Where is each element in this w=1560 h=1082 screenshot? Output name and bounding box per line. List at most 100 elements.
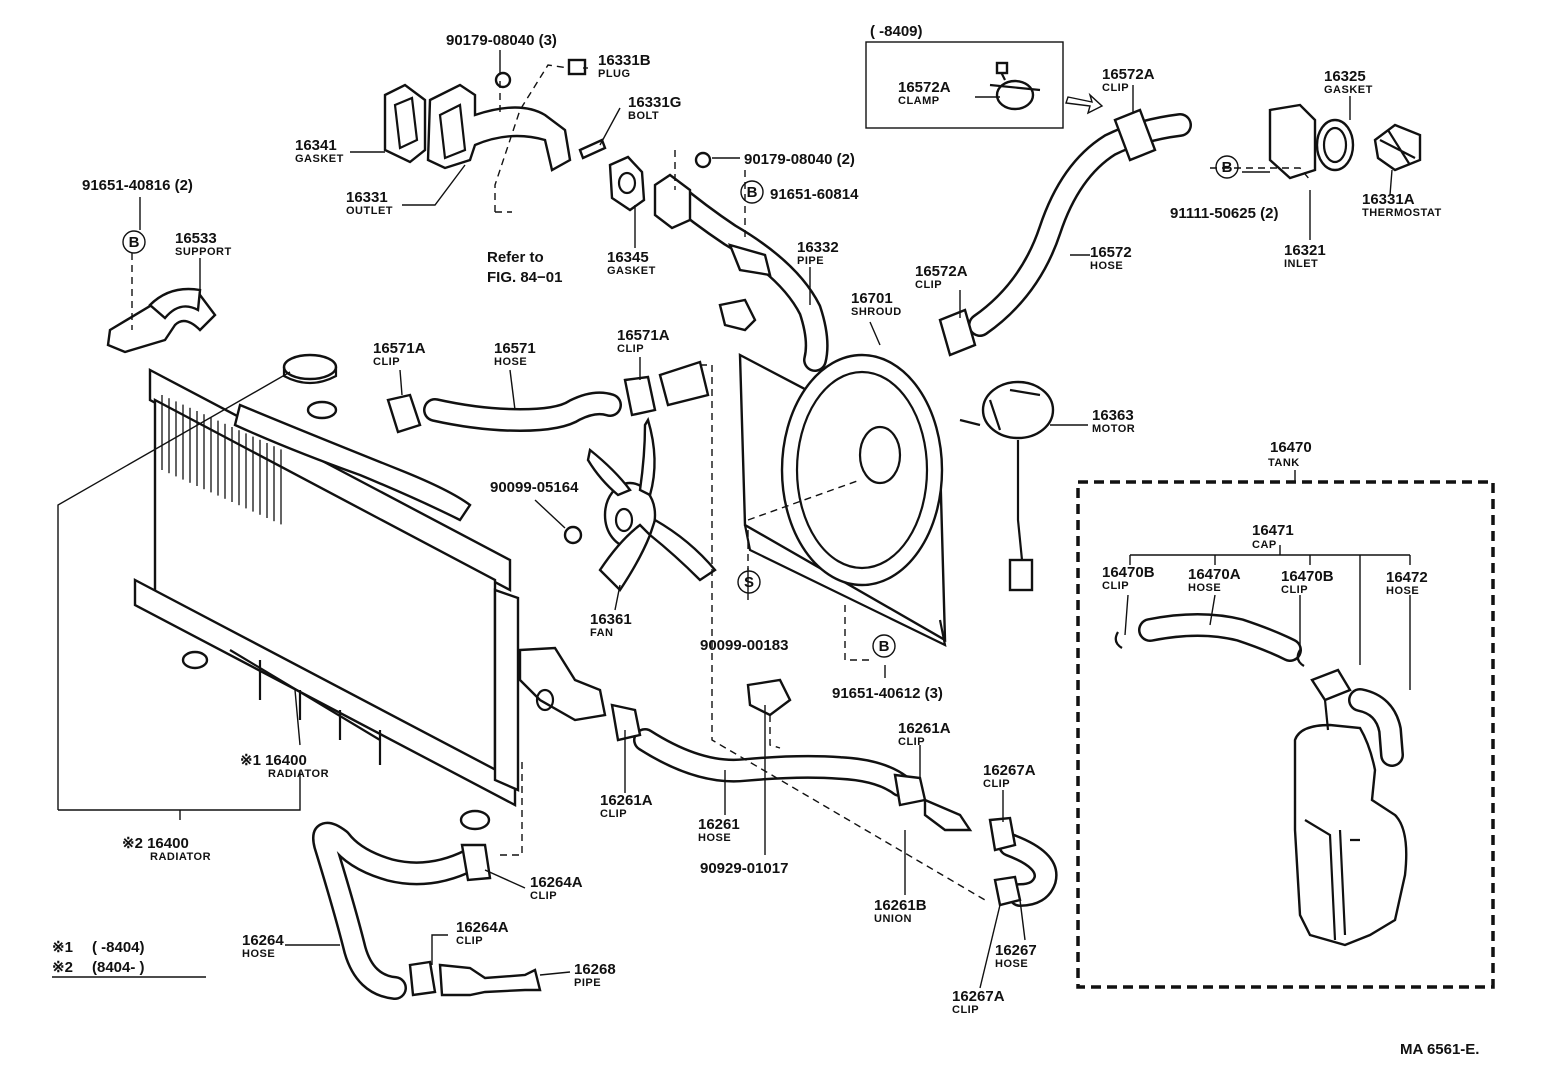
part-number-p16264a-r: 16264A xyxy=(530,874,583,891)
reference-code: MA 6561-E. xyxy=(1400,1041,1479,1058)
part-name-p16572a-top: CLIP xyxy=(1102,82,1129,94)
part-name-p16321: INLET xyxy=(1284,258,1318,270)
part-name-p16261: HOSE xyxy=(698,832,731,844)
part-number-p90179b: 90179-08040 (2) xyxy=(744,151,855,168)
part-number-p16571a-l: 16571A xyxy=(373,340,426,357)
part-number-p16331: 16331 xyxy=(346,189,388,206)
part-number-p91651-40612: 91651-40612 (3) xyxy=(832,685,943,702)
cooling-fan-drawing xyxy=(563,417,717,592)
part-number-p16470a: 16470A xyxy=(1188,566,1241,583)
part-number-p16332: 16332 xyxy=(797,239,839,256)
tank-dashed-frame xyxy=(1076,480,1495,989)
part-number-p16470b-l: 16470B xyxy=(1102,564,1155,581)
part-number-p90099-05164: 90099-05164 xyxy=(490,479,579,496)
part-name-p16571a-r: CLIP xyxy=(617,343,644,355)
water-pipe-drawing xyxy=(608,151,829,372)
part-number-p16331b: 16331B xyxy=(598,52,651,69)
part-number-p16400-1: ※1 16400 xyxy=(240,752,307,769)
part-number-p16261a-bot: 16261A xyxy=(600,792,653,809)
cap-number: 16471 xyxy=(1252,522,1294,539)
tank-number: 16470 xyxy=(1270,439,1312,456)
part-name-p16701: SHROUD xyxy=(851,306,902,318)
part-number-p16363: 16363 xyxy=(1092,407,1134,424)
part-number-p16470b-r: 16470B xyxy=(1281,568,1334,585)
reserve-tank-drawing xyxy=(1114,613,1408,947)
part-name-p16341: GASKET xyxy=(295,153,344,165)
part-number-p16325: 16325 xyxy=(1324,68,1366,85)
part-number-p16572a-mid: 16572A xyxy=(915,263,968,280)
part-name-p16267a-bot: CLIP xyxy=(952,1004,979,1016)
part-number-p16267: 16267 xyxy=(995,942,1037,959)
part-name-p16400-1: RADIATOR xyxy=(268,768,329,780)
part-number-p16400-2: ※2 16400 xyxy=(122,835,189,852)
part-number-p16571: 16571 xyxy=(494,340,536,357)
refer-line-2: FIG. 84−01 xyxy=(487,269,562,286)
cap-name: CAP xyxy=(1252,539,1277,551)
part-name-p16571a-l: CLIP xyxy=(373,356,400,368)
part-number-p16345: 16345 xyxy=(607,249,649,266)
part-name-p16325: GASKET xyxy=(1324,84,1373,96)
legend-range-2: (8404- ) xyxy=(92,959,145,976)
part-name-p16572a-mid: CLIP xyxy=(915,279,942,291)
inset-frame xyxy=(865,41,1064,129)
inset-period: ( -8409) xyxy=(870,23,923,40)
inlet-hose-drawing xyxy=(938,103,1422,357)
bottom-radiator-hose-drawing xyxy=(312,821,542,1000)
part-number-p16572a-inset: 16572A xyxy=(898,79,951,96)
lower-water-hose-drawing xyxy=(518,646,1058,907)
part-number-p16533: 16533 xyxy=(175,230,217,247)
part-number-p16261a-top: 16261A xyxy=(898,720,951,737)
legend-range-1: ( -8404) xyxy=(92,939,145,956)
part-number-p16572a-top: 16572A xyxy=(1102,66,1155,83)
part-number-p16261b: 16261B xyxy=(874,897,927,914)
bolt-marker-2: B xyxy=(747,184,758,201)
part-number-p91651-40816: 91651-40816 (2) xyxy=(82,177,193,194)
fan-shroud-drawing xyxy=(718,298,947,647)
part-name-p16267: HOSE xyxy=(995,958,1028,970)
part-number-p16701: 16701 xyxy=(851,290,893,307)
inset-arrow xyxy=(1065,92,1104,115)
part-name-p16470b-r: CLIP xyxy=(1281,584,1308,596)
part-number-p90099-00183: 90099-00183 xyxy=(700,637,788,654)
part-number-p16267a-bot: 16267A xyxy=(952,988,1005,1005)
part-name-p16261a-bot: CLIP xyxy=(600,808,627,820)
bolt-markers: B B B B S xyxy=(122,155,1239,658)
part-name-p16267a-top: CLIP xyxy=(983,778,1010,790)
part-name-p16332: PIPE xyxy=(797,255,824,267)
part-number-p16264: 16264 xyxy=(242,932,284,949)
tank-name: TANK xyxy=(1268,457,1300,469)
part-number-p16472: 16472 xyxy=(1386,569,1428,586)
part-number-p91651-60814: 91651-60814 xyxy=(770,186,859,203)
part-number-p16331g: 16331G xyxy=(628,94,681,111)
part-number-p90929: 90929-01017 xyxy=(700,860,788,877)
part-number-p90179a: 90179-08040 (3) xyxy=(446,32,557,49)
legend-mark-2: ※2 xyxy=(52,959,73,976)
support-bracket-drawing xyxy=(106,287,217,354)
part-number-p16331a: 16331A xyxy=(1362,191,1415,208)
part-name-p16571: HOSE xyxy=(494,356,527,368)
refer-line-1: Refer to xyxy=(487,249,544,266)
part-number-p16571a-r: 16571A xyxy=(617,327,670,344)
part-name-p16264a-r: CLIP xyxy=(530,890,557,902)
part-name-p16572a-inset: CLAMP xyxy=(898,95,940,107)
water-outlet-drawing xyxy=(383,58,607,172)
part-name-p16264: HOSE xyxy=(242,948,275,960)
part-name-p16533: SUPPORT xyxy=(175,246,232,258)
upper-radiator-hose xyxy=(386,360,710,434)
stud-marker: S xyxy=(744,574,754,591)
part-number-p16341: 16341 xyxy=(295,137,337,154)
part-name-p16470b-l: CLIP xyxy=(1102,580,1129,592)
part-name-p16400-2: RADIATOR xyxy=(150,851,211,863)
part-number-p16321: 16321 xyxy=(1284,242,1326,259)
part-number-p16267a-top: 16267A xyxy=(983,762,1036,779)
part-number-p16264a-b: 16264A xyxy=(456,919,509,936)
legend-mark-1: ※1 xyxy=(52,939,73,956)
part-name-p16331b: PLUG xyxy=(598,68,631,80)
part-number-p16268: 16268 xyxy=(574,961,616,978)
part-name-p16363: MOTOR xyxy=(1092,423,1135,435)
radiator-drawing xyxy=(133,353,520,831)
part-number-p16361: 16361 xyxy=(590,611,632,628)
part-name-p16331a: THERMOSTAT xyxy=(1362,207,1442,219)
part-name-p16261b: UNION xyxy=(874,913,912,925)
